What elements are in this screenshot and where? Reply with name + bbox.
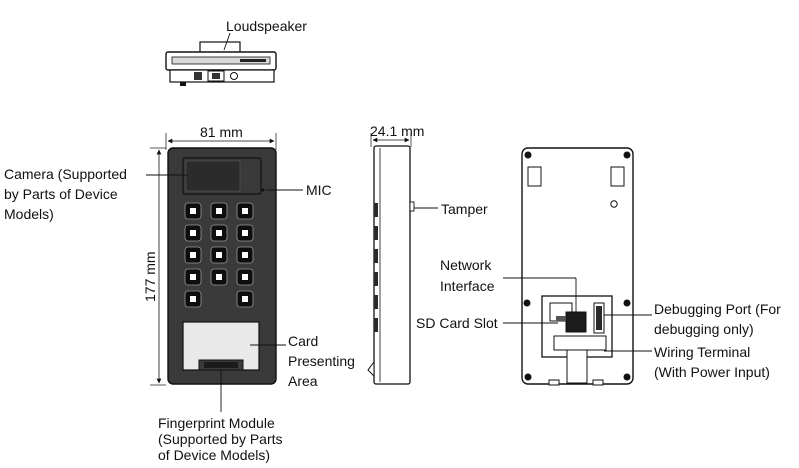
keypad-key-3[interactable] bbox=[236, 202, 254, 220]
keypad-key-glyph bbox=[190, 230, 196, 236]
fingerprint-sensor bbox=[204, 362, 238, 368]
keypad-key-0[interactable] bbox=[210, 268, 228, 286]
keypad-key-hash[interactable] bbox=[236, 268, 254, 286]
top-view: Loudspeaker bbox=[165, 18, 307, 86]
keypad-key-glyph bbox=[190, 208, 196, 214]
phone-icon bbox=[242, 296, 248, 302]
label-card-2: Presenting bbox=[288, 353, 355, 369]
keypad-key-glyph bbox=[242, 230, 248, 236]
side-key-3 bbox=[374, 249, 378, 263]
side-key-4 bbox=[374, 272, 378, 286]
side-key-6 bbox=[374, 318, 378, 332]
label-debug-1: Debugging Port (For bbox=[654, 301, 781, 317]
leader-loudspeaker bbox=[223, 32, 231, 51]
top-port-1 bbox=[194, 72, 202, 80]
side-key-1 bbox=[374, 203, 378, 217]
network-interface bbox=[565, 311, 587, 333]
debugging-port-pins bbox=[596, 306, 602, 330]
top-foot-left bbox=[180, 82, 186, 86]
keypad-key-2[interactable] bbox=[210, 202, 228, 220]
label-tamper: Tamper bbox=[441, 201, 488, 217]
label-camera-2: by Parts of Device bbox=[4, 186, 118, 202]
keypad bbox=[184, 202, 254, 308]
side-key-2 bbox=[374, 226, 378, 240]
top-screw bbox=[230, 72, 238, 80]
keypad-key-glyph bbox=[216, 208, 222, 214]
label-card-3: Area bbox=[288, 373, 318, 389]
label-fingerprint-1: Fingerprint Module bbox=[158, 415, 275, 431]
label-loudspeaker: Loudspeaker bbox=[226, 18, 307, 34]
top-view-grille bbox=[171, 56, 271, 65]
keypad-key-glyph bbox=[216, 230, 222, 236]
back-tamper-hole bbox=[610, 200, 618, 208]
label-network-2: Interface bbox=[440, 278, 495, 294]
keypad-key-glyph bbox=[242, 208, 248, 214]
label-sd-card: SD Card Slot bbox=[416, 315, 498, 331]
label-wiring-1: Wiring Terminal bbox=[654, 344, 750, 360]
label-network-1: Network bbox=[440, 257, 492, 273]
label-camera-3: Models) bbox=[4, 206, 54, 222]
front-view: 81 mm 177 mm Camera (Supported by Parts … bbox=[4, 124, 355, 463]
bell-icon bbox=[190, 296, 196, 302]
back-screw-bl bbox=[524, 373, 532, 381]
back-view: Network Interface SD Card Slot Debugging… bbox=[416, 147, 781, 386]
camera-window bbox=[185, 160, 241, 192]
back-screw-mr bbox=[623, 299, 631, 307]
mic-hole bbox=[261, 188, 265, 192]
keypad-key-glyph bbox=[242, 252, 248, 258]
label-wiring-2: (With Power Input) bbox=[654, 364, 770, 380]
label-width-dim: 81 mm bbox=[200, 124, 243, 140]
keypad-key-glyph bbox=[242, 274, 248, 280]
top-port-2-inner bbox=[212, 73, 220, 79]
label-height-dim: 177 mm bbox=[142, 251, 158, 302]
back-screw-tr bbox=[623, 151, 631, 159]
wiring-terminal bbox=[553, 335, 607, 351]
label-depth-dim: 24.1 mm bbox=[370, 123, 424, 139]
cable-exit bbox=[566, 349, 588, 384]
keypad-key-call[interactable] bbox=[236, 290, 254, 308]
keypad-key-7[interactable] bbox=[184, 246, 202, 264]
label-fingerprint-2: (Supported by Parts bbox=[158, 431, 283, 447]
keypad-key-bell[interactable] bbox=[184, 290, 202, 308]
label-mic: MIC bbox=[306, 182, 332, 198]
back-foot-right bbox=[592, 379, 604, 386]
side-body bbox=[373, 145, 411, 385]
keypad-key-glyph bbox=[190, 252, 196, 258]
keypad-key-glyph bbox=[216, 252, 222, 258]
label-camera-1: Camera (Supported bbox=[4, 166, 127, 182]
keypad-key-star[interactable] bbox=[184, 268, 202, 286]
side-key-5 bbox=[374, 295, 378, 309]
side-fingerprint-lip bbox=[367, 360, 375, 378]
label-debug-2: debugging only) bbox=[654, 321, 754, 337]
back-screw-tl bbox=[524, 151, 532, 159]
keypad-key-8[interactable] bbox=[210, 246, 228, 264]
keypad-key-glyph bbox=[190, 274, 196, 280]
loudspeaker-slot bbox=[240, 59, 266, 62]
back-mount-hole-left bbox=[527, 166, 542, 187]
sd-card-slot bbox=[556, 316, 566, 321]
tamper-switch bbox=[409, 201, 415, 212]
back-screw-ml bbox=[523, 299, 531, 307]
keypad-key-9[interactable] bbox=[236, 246, 254, 264]
back-screw-br bbox=[623, 373, 631, 381]
keypad-key-1[interactable] bbox=[184, 202, 202, 220]
back-foot-left bbox=[548, 379, 560, 386]
keypad-key-4[interactable] bbox=[184, 224, 202, 242]
label-fingerprint-3: of Device Models) bbox=[158, 447, 270, 463]
keypad-key-6[interactable] bbox=[236, 224, 254, 242]
keypad-key-5[interactable] bbox=[210, 224, 228, 242]
side-view: 24.1 mm Tamper bbox=[367, 123, 488, 385]
back-mount-hole-right bbox=[610, 166, 625, 187]
keypad-key-glyph bbox=[216, 274, 222, 280]
label-card-1: Card bbox=[288, 333, 318, 349]
